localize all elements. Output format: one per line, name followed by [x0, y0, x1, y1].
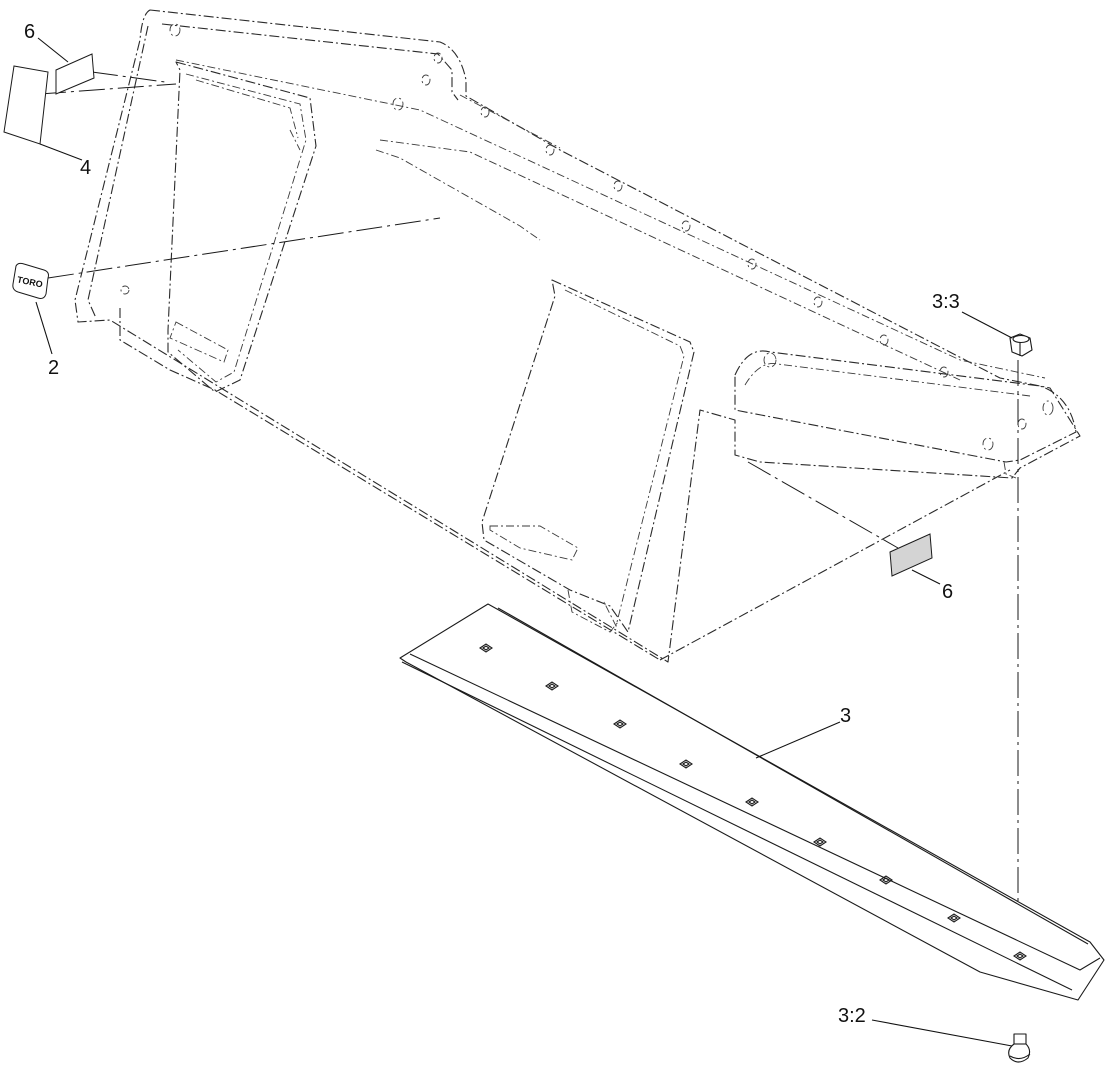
nut-icon: [1009, 333, 1033, 357]
bucket-frame: [74, 9, 1081, 663]
callout-logo-decal: 2: [48, 357, 59, 379]
callout-nut: 3:3: [932, 291, 960, 313]
decal-small-top: [55, 53, 95, 95]
callout-decal-large-top: 4: [80, 157, 91, 179]
cutting-edge: [399, 603, 1105, 1001]
leader-lines: [35, 37, 1013, 1047]
toro-logo-decal: TORO: [12, 262, 49, 299]
callout-cutting-edge: 3: [840, 705, 851, 727]
callout-bolt: 3:2: [838, 1005, 866, 1027]
decal-right: [889, 533, 933, 577]
callout-decal-right: 6: [942, 581, 953, 603]
decal-large-top: [3, 65, 49, 145]
bolt-holes: [479, 643, 1027, 961]
callout-decal-small-top: 6: [24, 21, 35, 43]
assembly-lines: [39, 71, 1019, 954]
plow-bolt-icon: [1008, 1033, 1031, 1063]
